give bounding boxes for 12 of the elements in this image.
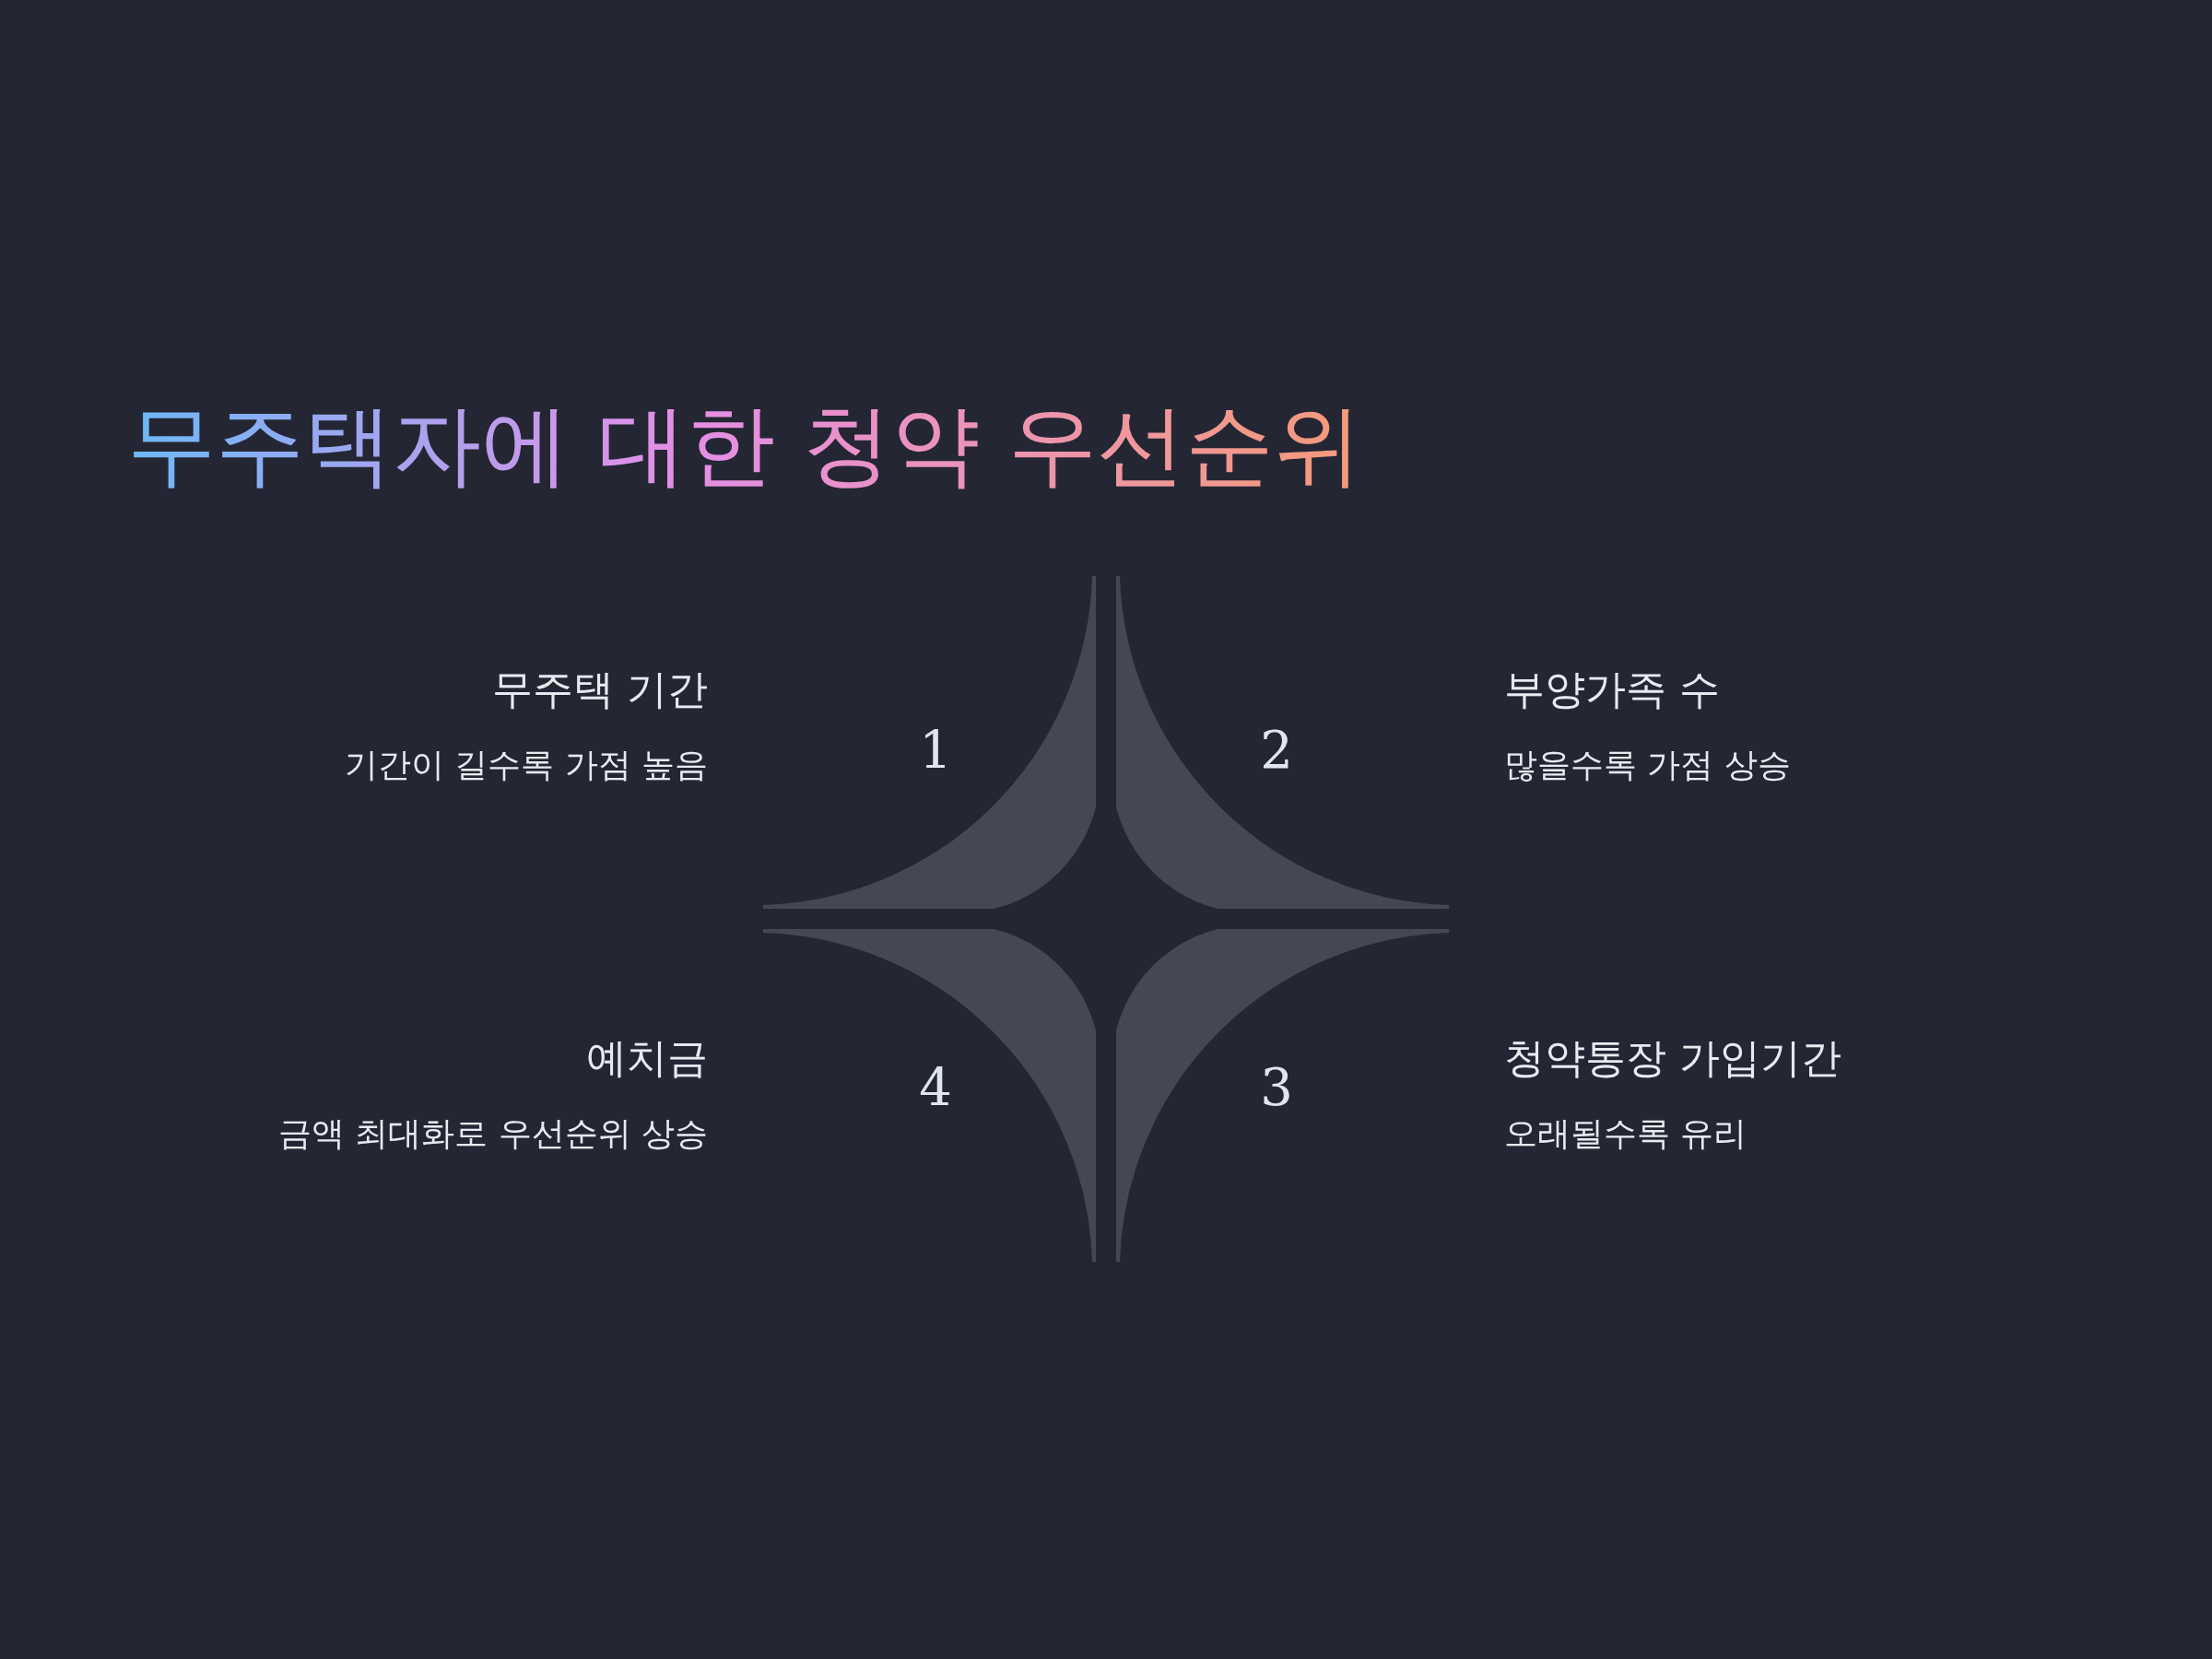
segment-number: 3 [1260,1062,1293,1113]
item-description: 기간이 길수록 가점 높음 [344,745,708,785]
segment-number: 4 [919,1062,952,1113]
segment-number: 2 [1260,724,1293,776]
item-description: 많을수록 가점 상승 [1504,745,1791,785]
item-description: 금액 최대화로 우선순위 상승 [277,1113,708,1154]
segment-number: 1 [919,724,952,776]
item-heading: 무주택 기간 [492,665,708,714]
item-heading: 부양가족 수 [1504,665,1720,714]
item-heading: 청약통장 가입기간 [1504,1034,1841,1083]
item-heading: 예치금 [586,1034,708,1083]
item-description: 오래될수록 유리 [1504,1113,1747,1154]
